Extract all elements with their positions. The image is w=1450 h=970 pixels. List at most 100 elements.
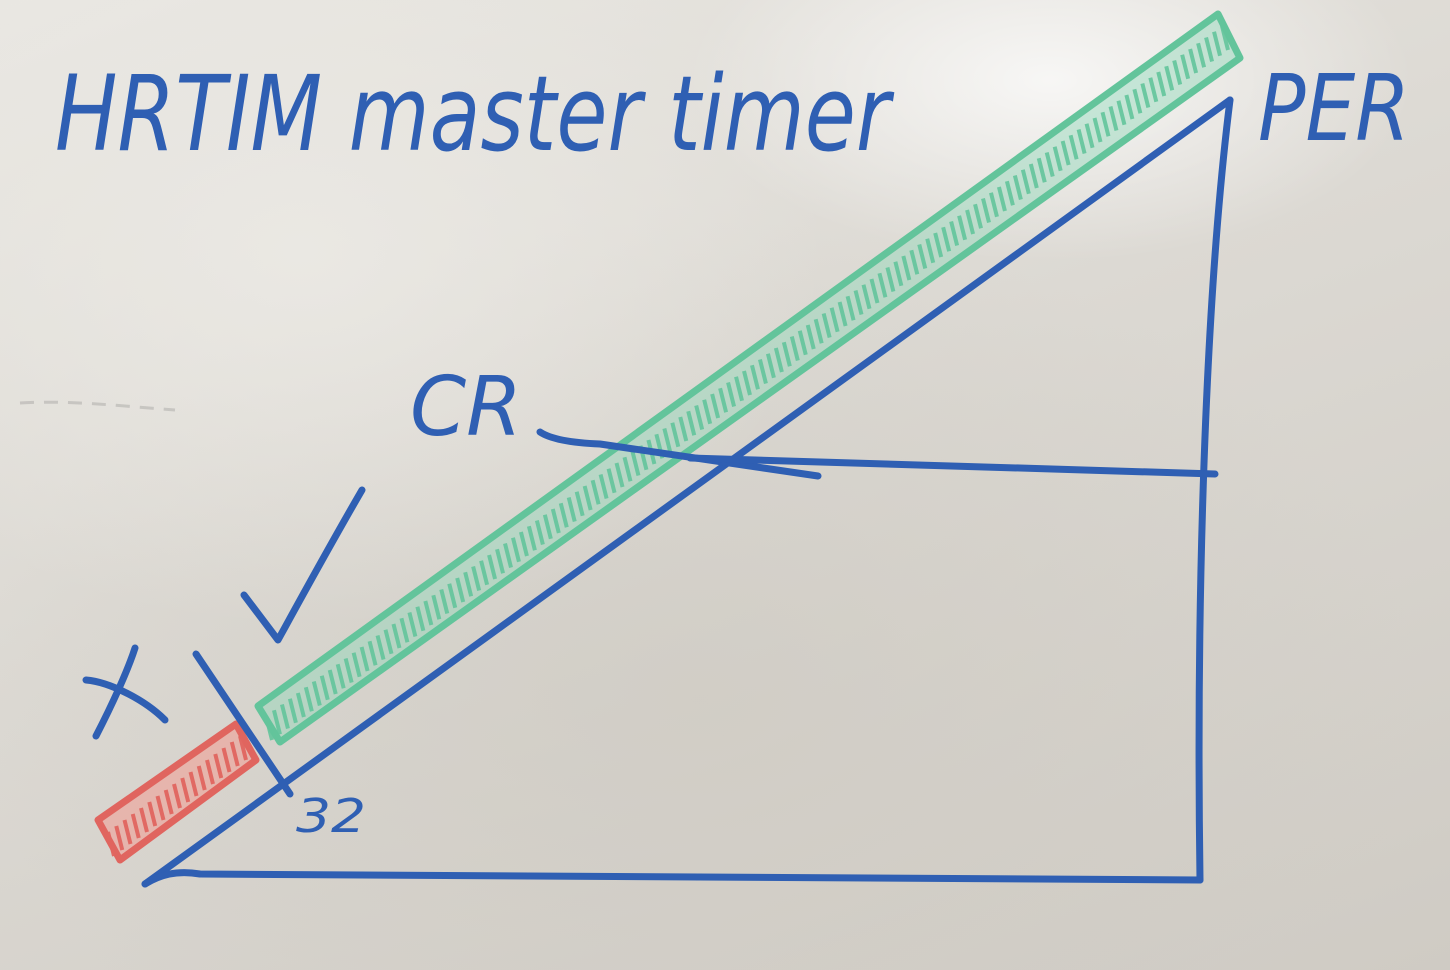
hatch-stroke bbox=[455, 577, 466, 603]
hatch-stroke bbox=[1124, 94, 1135, 120]
hatch-stroke bbox=[901, 255, 912, 281]
hatch-stroke bbox=[238, 735, 248, 761]
hatch-stroke bbox=[797, 330, 808, 356]
x-mark-stroke-1 bbox=[82, 676, 169, 724]
hatch-stroke bbox=[678, 416, 689, 442]
hatch-stroke bbox=[287, 698, 298, 724]
hatch-stroke bbox=[750, 364, 760, 390]
ramp-line bbox=[141, 96, 1234, 888]
hatch-stroke bbox=[205, 759, 215, 785]
hatch-stroke bbox=[1012, 175, 1023, 200]
hatch-stroke bbox=[180, 777, 191, 803]
hatch-stroke bbox=[1204, 37, 1215, 62]
hatch-stroke bbox=[885, 267, 896, 292]
hatch-stroke bbox=[534, 520, 545, 545]
hatch-stroke bbox=[495, 548, 505, 574]
hatch-stroke bbox=[335, 663, 346, 689]
hatch-stroke bbox=[566, 497, 577, 522]
hatch-stroke bbox=[957, 215, 968, 241]
hatch-stroke bbox=[1212, 31, 1222, 57]
hatch-stroke bbox=[471, 566, 482, 591]
per-label: PER bbox=[1258, 55, 1410, 162]
hatch-stroke bbox=[343, 658, 354, 683]
hatch-stroke bbox=[574, 491, 585, 517]
hatch-stroke bbox=[742, 370, 752, 396]
hatch-stroke bbox=[407, 612, 418, 637]
hatch-stroke bbox=[622, 456, 633, 482]
hatch-stroke bbox=[550, 508, 561, 534]
hatch-stroke bbox=[463, 571, 474, 597]
hatch-stroke bbox=[139, 807, 149, 833]
hatch-stroke bbox=[925, 238, 936, 264]
hatch-stroke bbox=[630, 451, 641, 476]
hatch-stroke bbox=[1084, 123, 1095, 149]
hatch-stroke bbox=[1004, 180, 1015, 206]
hatch-stroke bbox=[965, 209, 976, 235]
hatch-stroke bbox=[518, 531, 529, 557]
hatch-stroke bbox=[702, 399, 713, 425]
hatch-stroke bbox=[877, 272, 888, 298]
hatch-stroke bbox=[933, 232, 944, 258]
hatch-stroke bbox=[973, 203, 983, 229]
hatch-stroke bbox=[734, 376, 744, 402]
x-mark-stroke-2 bbox=[92, 644, 139, 740]
hatch-stroke bbox=[1132, 88, 1143, 114]
hatch-stroke bbox=[303, 686, 314, 712]
hatch-stroke bbox=[773, 347, 784, 373]
hatch-stroke bbox=[909, 249, 920, 275]
hatch-stroke bbox=[1108, 106, 1119, 131]
hatch-stroke bbox=[351, 652, 362, 678]
cr-line-start bbox=[536, 428, 822, 480]
hatch-stroke bbox=[1156, 71, 1167, 97]
smudge-mark bbox=[19, 400, 176, 412]
hatch-stroke bbox=[163, 789, 174, 815]
hatch-stroke bbox=[1076, 129, 1087, 154]
board-title: HRTIM master timer bbox=[55, 53, 895, 175]
hatch-stroke bbox=[662, 428, 673, 453]
hatch-stroke bbox=[893, 261, 904, 287]
hatch-stroke bbox=[1188, 48, 1199, 74]
hatch-stroke bbox=[1180, 54, 1191, 80]
hatch-stroke bbox=[805, 324, 816, 350]
hatch-stroke bbox=[114, 825, 125, 851]
hatch-stroke bbox=[813, 318, 824, 344]
hatch-stroke bbox=[327, 669, 338, 695]
cr-label: CR bbox=[410, 360, 522, 455]
threshold-tick bbox=[192, 650, 294, 798]
hatch-stroke bbox=[415, 606, 426, 632]
hatch-stroke bbox=[1044, 152, 1055, 177]
hatch-stroke bbox=[130, 813, 141, 839]
hatch-stroke bbox=[1116, 100, 1127, 126]
hatch-stroke bbox=[447, 583, 458, 609]
hatch-stroke bbox=[837, 301, 848, 327]
hatch-stroke bbox=[1068, 134, 1079, 160]
hatch-stroke bbox=[367, 640, 378, 666]
hatch-stroke bbox=[1220, 25, 1230, 51]
hatch-stroke bbox=[229, 741, 240, 767]
hatch-stroke bbox=[694, 405, 705, 430]
hatch-stroke bbox=[1036, 157, 1047, 183]
hatch-stroke bbox=[264, 715, 274, 741]
hatch-stroke bbox=[821, 313, 832, 338]
hatch-stroke bbox=[272, 709, 282, 735]
hatch-stroke bbox=[295, 692, 306, 718]
hatch-stroke bbox=[1172, 60, 1183, 85]
cr-compare-line bbox=[686, 454, 1219, 478]
hatch-stroke bbox=[781, 341, 792, 367]
hatch-stroke bbox=[845, 295, 856, 321]
hatch-stroke bbox=[431, 594, 442, 620]
hatch-stroke bbox=[383, 629, 394, 655]
hatch-stroke bbox=[1140, 83, 1151, 108]
hatch-stroke bbox=[542, 514, 553, 540]
hatch-stroke bbox=[989, 192, 999, 218]
hatch-stroke bbox=[311, 681, 322, 706]
hatch-stroke bbox=[917, 244, 928, 269]
hatch-stroke bbox=[1028, 163, 1039, 189]
hatch-stroke bbox=[765, 353, 776, 379]
hatch-stroke bbox=[726, 382, 737, 407]
hatch-stroke bbox=[1052, 146, 1063, 172]
hatch-stroke bbox=[869, 278, 880, 304]
baseline bbox=[141, 869, 1204, 888]
hatch-stroke bbox=[1148, 77, 1159, 103]
